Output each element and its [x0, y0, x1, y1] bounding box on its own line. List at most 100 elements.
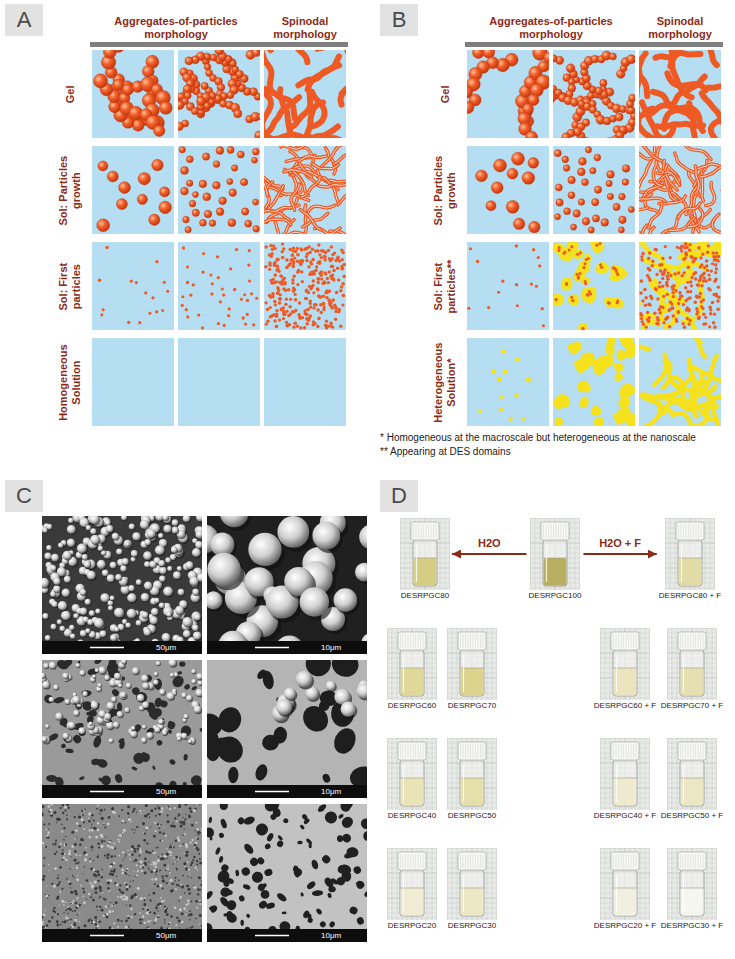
vial-photo: DESRPGC60 [385, 628, 439, 711]
row-label: Sol: First particles** [432, 242, 457, 330]
vial-image [600, 628, 650, 700]
sem-micrograph [207, 516, 367, 654]
schematic-cell [467, 146, 549, 234]
vial-caption: DESRPGC70 [448, 702, 496, 711]
panel-label-box: D [380, 480, 418, 512]
scale-label: 10μm [321, 642, 341, 653]
vial-photo: DESRPGC70 + F [659, 628, 725, 711]
vial-caption: DESRPGC60 [388, 702, 436, 711]
vial-caption: DESRPGC30 + F [661, 922, 723, 931]
schematic-cell [92, 146, 174, 234]
vial-image [447, 738, 497, 810]
column-header: Spinodal morphology [639, 15, 721, 40]
schematic-cell [553, 146, 635, 234]
vial-image [387, 738, 437, 810]
vial-image [400, 518, 450, 590]
header-bar [90, 42, 348, 47]
vial-photo: DESRPGC30 + F [659, 848, 725, 931]
row-label: Gel [64, 50, 77, 138]
vial-caption: DESRPGC100 [529, 592, 582, 601]
edge-label: H2O [476, 537, 503, 549]
vial-photo: DESRPGC50 [445, 738, 499, 821]
panel-letter: D [391, 483, 407, 509]
schematic-cell [553, 242, 635, 330]
footnote: * Homogeneous at the macroscale but hete… [380, 432, 730, 445]
row-label: Sol: First particles [57, 242, 82, 330]
vial-image [447, 848, 497, 920]
schematic-cell [264, 242, 346, 330]
vial-caption: DESRPGC20 [388, 922, 436, 931]
vial-photo: DESRPGC30 [445, 848, 499, 931]
sem-micrograph [42, 660, 202, 798]
scale-label: 10μm [321, 930, 341, 941]
schematic-cell [178, 338, 260, 426]
sem-micrograph [42, 804, 202, 942]
scale-label: 50μm [156, 786, 176, 797]
schematic-cell [639, 146, 721, 234]
vial-image [600, 738, 650, 810]
row-label: Homogeneous Solution [57, 338, 82, 426]
schematic-cell [553, 338, 635, 426]
row-label: Sol: Particles growth [57, 146, 82, 234]
footnote: ** Appearing at DES domains [380, 446, 730, 459]
vial-photo: DESRPGC100 [527, 518, 584, 601]
schematic-cell [264, 50, 346, 138]
panel-label-box: C [5, 480, 43, 512]
schematic-cell [264, 146, 346, 234]
vial-photo: DESRPGC40 + F [592, 738, 658, 821]
vial-caption: DESRPGC20 + F [594, 922, 656, 931]
vial-photo: DESRPGC20 + F [592, 848, 658, 931]
panel-letter: B [392, 7, 407, 33]
schematic-cell [264, 338, 346, 426]
schematic-cell [639, 50, 721, 138]
arrow-connector [583, 553, 656, 555]
vial-photo: DESRPGC60 + F [592, 628, 658, 711]
edge-label: H2O + F [597, 537, 643, 549]
schematic-cell [178, 50, 260, 138]
schematic-cell [639, 242, 721, 330]
vial-caption: DESRPGC70 + F [661, 702, 723, 711]
vial-caption: DESRPGC40 [388, 812, 436, 821]
schematic-cell [178, 242, 260, 330]
vial-image [447, 628, 497, 700]
panel-letter: C [16, 483, 32, 509]
schematic-cell [92, 242, 174, 330]
vial-caption: DESRPGC80 [401, 592, 449, 601]
vial-photo: DESRPGC80 [398, 518, 452, 601]
column-header: Spinodal morphology [264, 15, 346, 40]
vial-image [667, 628, 717, 700]
vial-caption: DESRPGC80 + F [659, 592, 721, 601]
column-header: Aggregates-of-particles morphology [467, 15, 635, 40]
vial-photo: DESRPGC40 [385, 738, 439, 821]
vial-caption: DESRPGC30 [448, 922, 496, 931]
vial-caption: DESRPGC60 + F [594, 702, 656, 711]
schematic-cell [553, 50, 635, 138]
vial-photo: DESRPGC50 + F [659, 738, 725, 821]
schematic-cell [639, 338, 721, 426]
panel-letter: A [17, 7, 32, 33]
panel-label-box: B [380, 4, 418, 36]
row-label: Heterogeneous Solution* [432, 338, 457, 426]
panel-label-box: A [5, 4, 43, 36]
schematic-cell [467, 50, 549, 138]
vial-caption: DESRPGC50 [448, 812, 496, 821]
header-bar [465, 42, 723, 47]
row-label: Sol: Particles growth [432, 146, 457, 234]
vial-image [600, 848, 650, 920]
vial-image [530, 518, 580, 590]
vial-image [667, 848, 717, 920]
schematic-cell [467, 242, 549, 330]
schematic-cell [92, 338, 174, 426]
scale-label: 50μm [156, 642, 176, 653]
vial-photo: DESRPGC20 [385, 848, 439, 931]
schematic-cell [467, 338, 549, 426]
vial-photo: DESRPGC70 [445, 628, 499, 711]
vial-photo: DESRPGC80 + F [657, 518, 723, 601]
arrow-connector [452, 553, 527, 555]
sem-micrograph [207, 660, 367, 798]
vial-caption: DESRPGC40 + F [594, 812, 656, 821]
vial-image [387, 628, 437, 700]
row-label: Gel [439, 50, 452, 138]
